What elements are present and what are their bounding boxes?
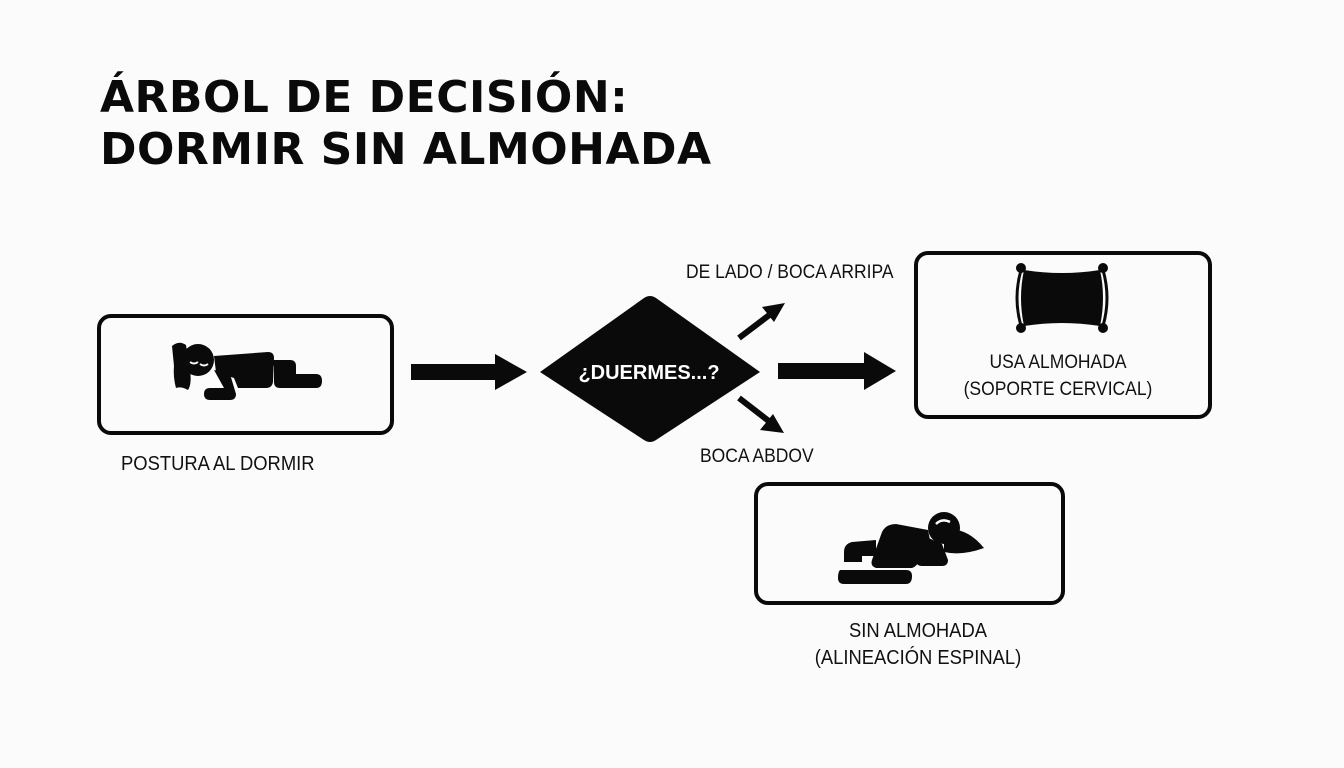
arrow-start-to-decision: [411, 354, 527, 390]
arrow-decision-to-pillow: [778, 352, 896, 390]
start-node-box: [97, 314, 394, 435]
no-pillow-node-label-line-1: SIN ALMOHADA: [848, 620, 988, 642]
pillow-node-label: USA ALMOHADA (SOPORTE CERVICAL): [964, 349, 1153, 403]
arrow-lower-branch: [737, 395, 784, 433]
pillow-node-label-line-1: USA ALMOHADA: [989, 352, 1127, 373]
arrow-upper-branch: [737, 303, 785, 341]
person-sleeping-stomach-icon: [838, 512, 984, 584]
decision-label: ¿DUERMES...?: [578, 362, 719, 384]
branch-label-upper: DE LADO / BOCA ARRIPA: [686, 262, 894, 283]
pillow-node-label-line-2: (SOPORTE CERVICAL): [963, 379, 1153, 400]
decision-node: ¿DUERMES...?: [540, 296, 760, 442]
decision-diamond: [540, 296, 760, 442]
no-pillow-node-label: SIN ALMOHADA (ALINEACIÓN ESPINAL): [815, 618, 1022, 672]
title-line-1: ÁRBOL DE DECISIÓN:: [100, 72, 629, 123]
page-title: ÁRBOL DE DECISIÓN: DORMIR SIN ALMOHADA: [100, 72, 712, 176]
no-pillow-node-label-line-2: (ALINEACIÓN ESPINAL): [814, 647, 1022, 669]
pillow-icon: [1015, 263, 1109, 333]
branch-label-lower: BOCA ABDOV: [700, 446, 814, 467]
start-node-label: POSTURA AL DORMIR: [121, 453, 315, 475]
title-line-2: DORMIR SIN ALMOHADA: [100, 124, 712, 175]
person-sleeping-side-icon: [172, 342, 322, 400]
